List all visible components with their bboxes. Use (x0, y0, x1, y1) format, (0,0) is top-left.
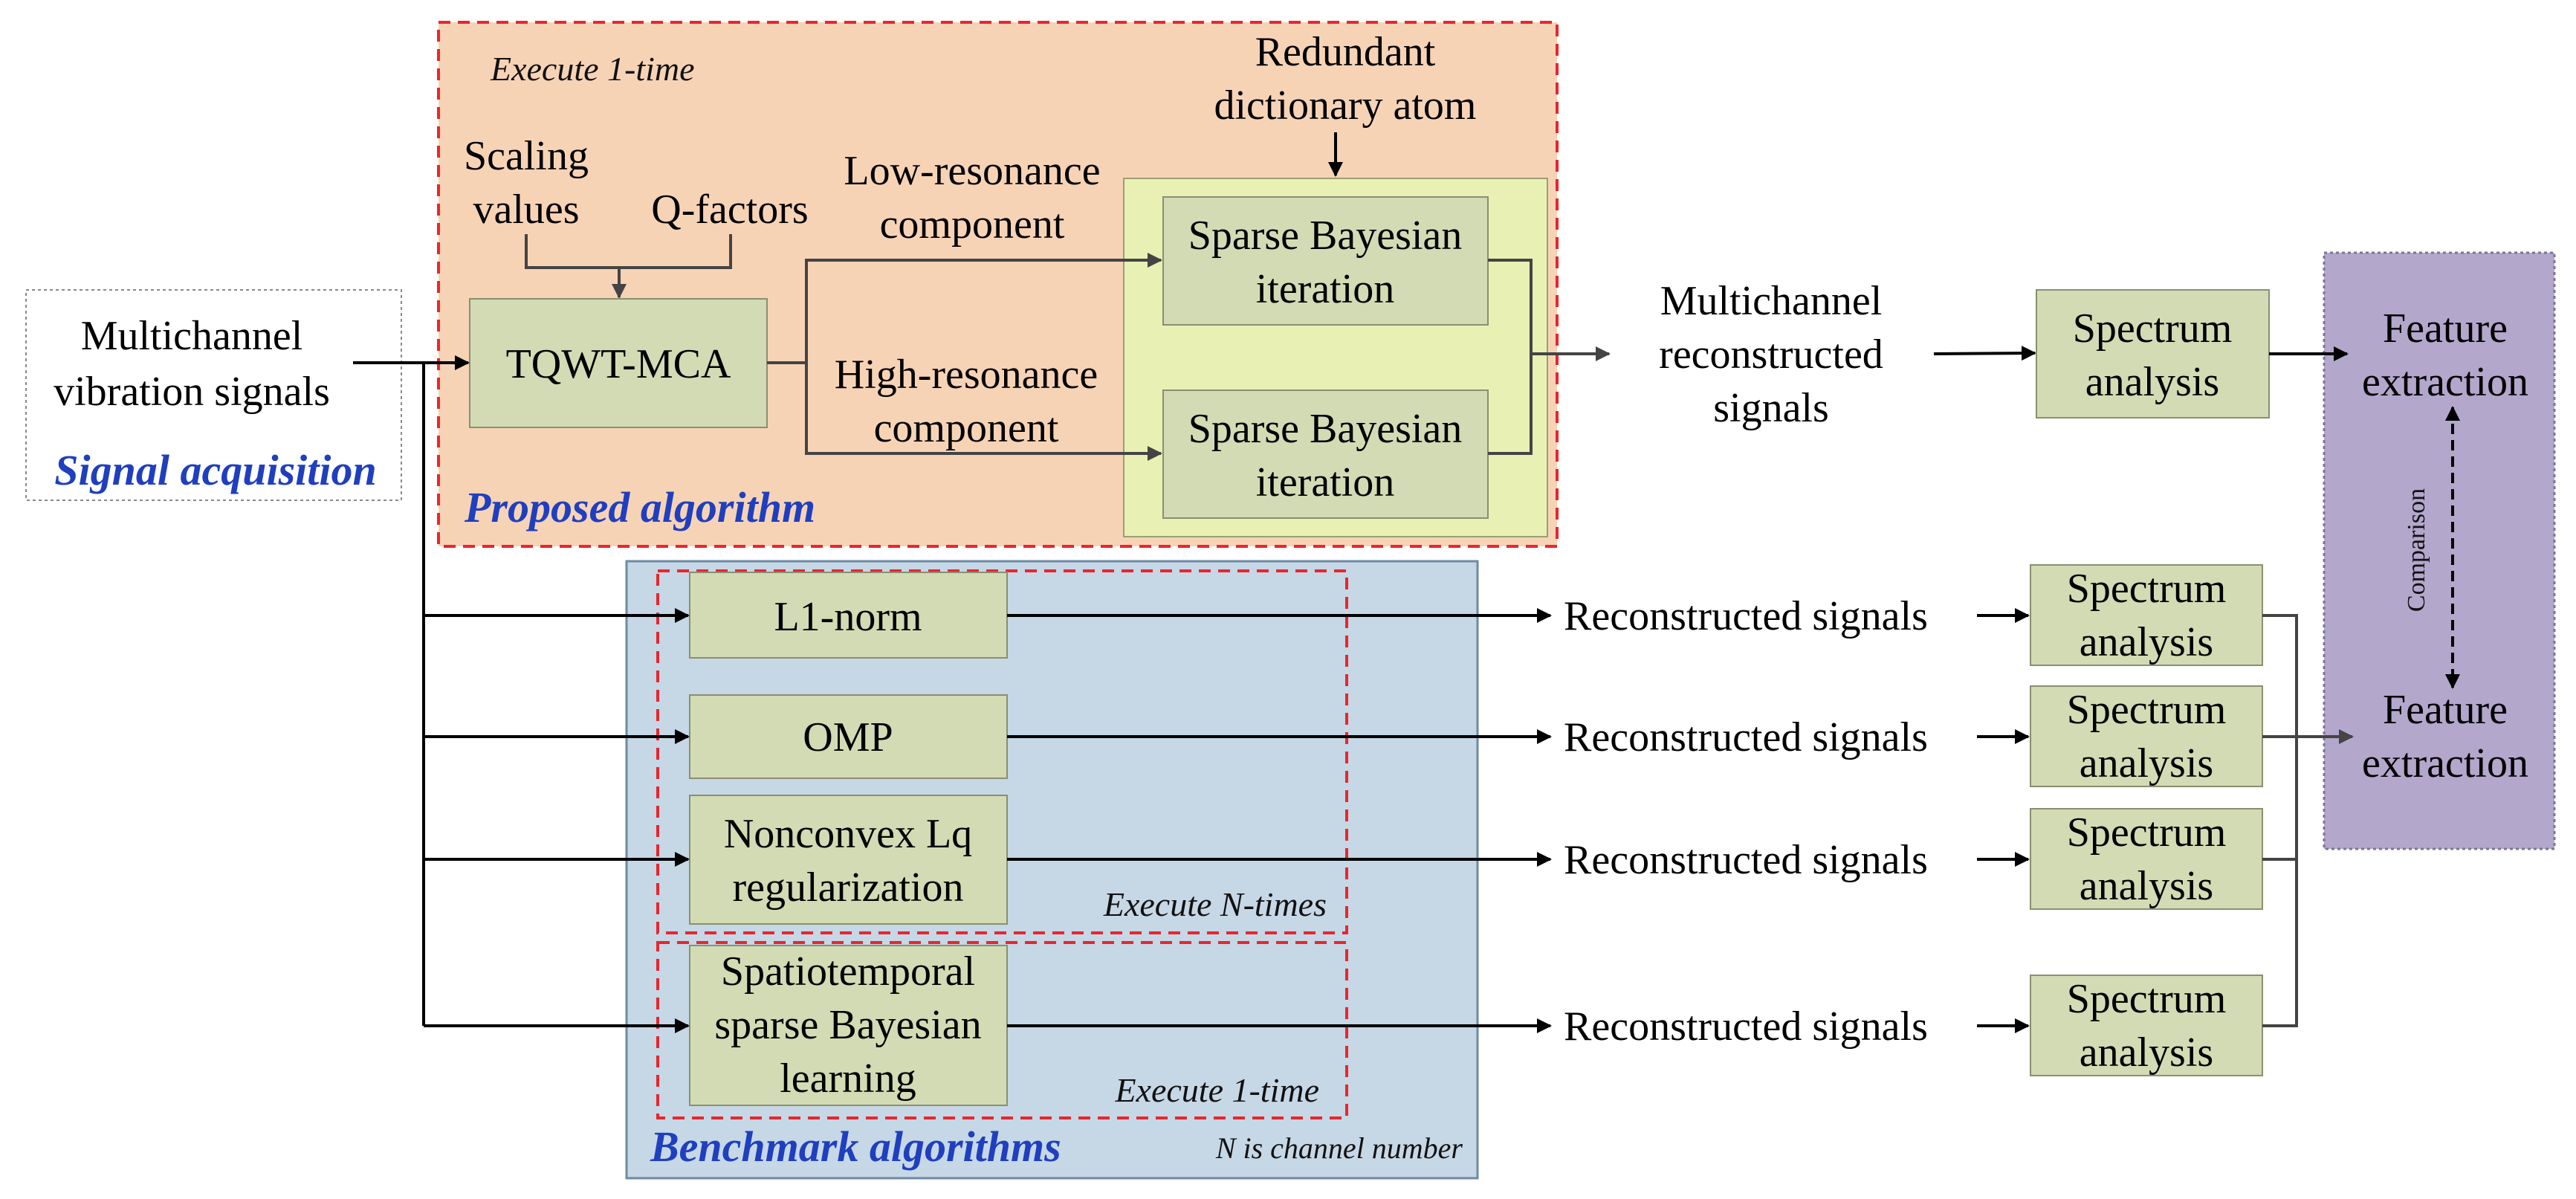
dictionary-label-1: Redundant (1255, 29, 1436, 75)
scaling-q-merge (525, 234, 732, 269)
tqwt-mca-box (469, 298, 768, 428)
sbi-bottom-label-1: Sparse Bayesian (1188, 406, 1463, 452)
tqwt-split-connector (767, 259, 1161, 364)
signal-acquisition-box (25, 289, 402, 501)
proposed-title: Proposed algorithm (464, 483, 815, 531)
spectrum-top-label-1: Spectrum (2073, 306, 2233, 352)
execute-1-note: Execute 1-time (1114, 1071, 1319, 1109)
reconstructed-signals-4: Reconstructed signals (1564, 1004, 1928, 1050)
spatiotemporal-label-3: learning (780, 1056, 916, 1102)
benchmark-title: Benchmark algorithms (650, 1122, 1061, 1171)
execute-1-region (656, 941, 1348, 1119)
high-resonance-label-1: High-resonance (835, 352, 1098, 398)
nonconvex-lq-box (689, 795, 1008, 925)
sbi-top-label-2: iteration (1256, 266, 1395, 312)
feature-bottom-label-2: extraction (2362, 740, 2528, 786)
signal-acquisition-text-2: vibration signals (54, 369, 330, 415)
scaling-label-1: Scaling (464, 133, 589, 179)
feature-bottom-label-1: Feature (2383, 687, 2508, 733)
multichannel-output-2: reconstructed (1659, 332, 1883, 378)
sbi-top-label-1: Sparse Bayesian (1188, 213, 1463, 259)
spectrum-top-box (2036, 289, 2270, 418)
execute-n-note: Execute N-times (1103, 885, 1327, 923)
low-resonance-label-2: component (880, 201, 1065, 248)
spectrum-box-1-label-2: analysis (2080, 619, 2213, 665)
feature-top-label-2: extraction (2362, 359, 2528, 405)
spectrum-box-4-label-1: Spectrum (2067, 976, 2227, 1022)
signal-acquisition-title: Signal acquisition (54, 446, 377, 494)
benchmark-channel-note: N is channel number (1215, 1131, 1463, 1165)
reconstructed-signals-2: Reconstructed signals (1564, 714, 1928, 760)
proposed-execute-note: Execute 1-time (490, 50, 695, 88)
omp-label: OMP (803, 714, 893, 760)
spatiotemporal-box (689, 945, 1008, 1106)
spectrum-box-2-label-2: analysis (2080, 740, 2213, 786)
spectrum-box-3-label-1: Spectrum (2067, 809, 2227, 856)
reconstructed-signals-3: Reconstructed signals (1564, 837, 1928, 883)
low-resonance-label-1: Low-resonance (844, 148, 1100, 194)
nonconvex-lq-label-2: regularization (733, 864, 964, 911)
tqwt-mca-label: TQWT-MCA (506, 341, 731, 387)
spectrum-box-4-label-2: analysis (2080, 1030, 2213, 1076)
scaling-label-2: values (473, 187, 579, 233)
benchmark-spectrum-merge (2262, 614, 2298, 1027)
multichannel-output-1: Multichannel (1660, 278, 1883, 324)
sbi-merge-connector (1488, 259, 1533, 455)
tqwt-split-connector-low (805, 363, 1162, 461)
qfactors-label: Q-factors (651, 187, 808, 233)
spectrum-box-1-label-1: Spectrum (2067, 566, 2227, 612)
signal-acquisition-text-1: Multichannel (81, 313, 303, 359)
nonconvex-lq-label-1: Nonconvex Lq (724, 811, 972, 857)
spectrum-box-4 (2030, 975, 2263, 1076)
feature-top-label-1: Feature (2383, 306, 2508, 352)
reconstructed-signals-1: Reconstructed signals (1564, 593, 1928, 639)
spectrum-box-3-label-2: analysis (2080, 863, 2213, 909)
spectrum-box-2-label-1: Spectrum (2067, 687, 2227, 733)
spatiotemporal-label-1: Spatiotemporal (721, 948, 975, 995)
dictionary-label-2: dictionary atom (1214, 83, 1476, 129)
comparison-label: Comparison (2403, 488, 2430, 612)
execute-n-region (656, 569, 1348, 934)
spatiotemporal-label-2: sparse Bayesian (714, 1002, 981, 1048)
spectrum-top-label-2: analysis (2085, 359, 2219, 405)
sbi-top-box (1162, 196, 1489, 326)
spectrum-box-1 (2030, 564, 2263, 666)
l1-norm-box (689, 572, 1008, 659)
multichannel-output-3: signals (1713, 385, 1829, 431)
high-resonance-label-2: component (874, 405, 1059, 451)
multichannel-to-spectrum-arrow (1933, 346, 2036, 361)
feature-panel (2323, 251, 2556, 850)
l1-norm-label: L1-norm (774, 594, 922, 640)
sbi-bottom-label-2: iteration (1256, 459, 1395, 505)
